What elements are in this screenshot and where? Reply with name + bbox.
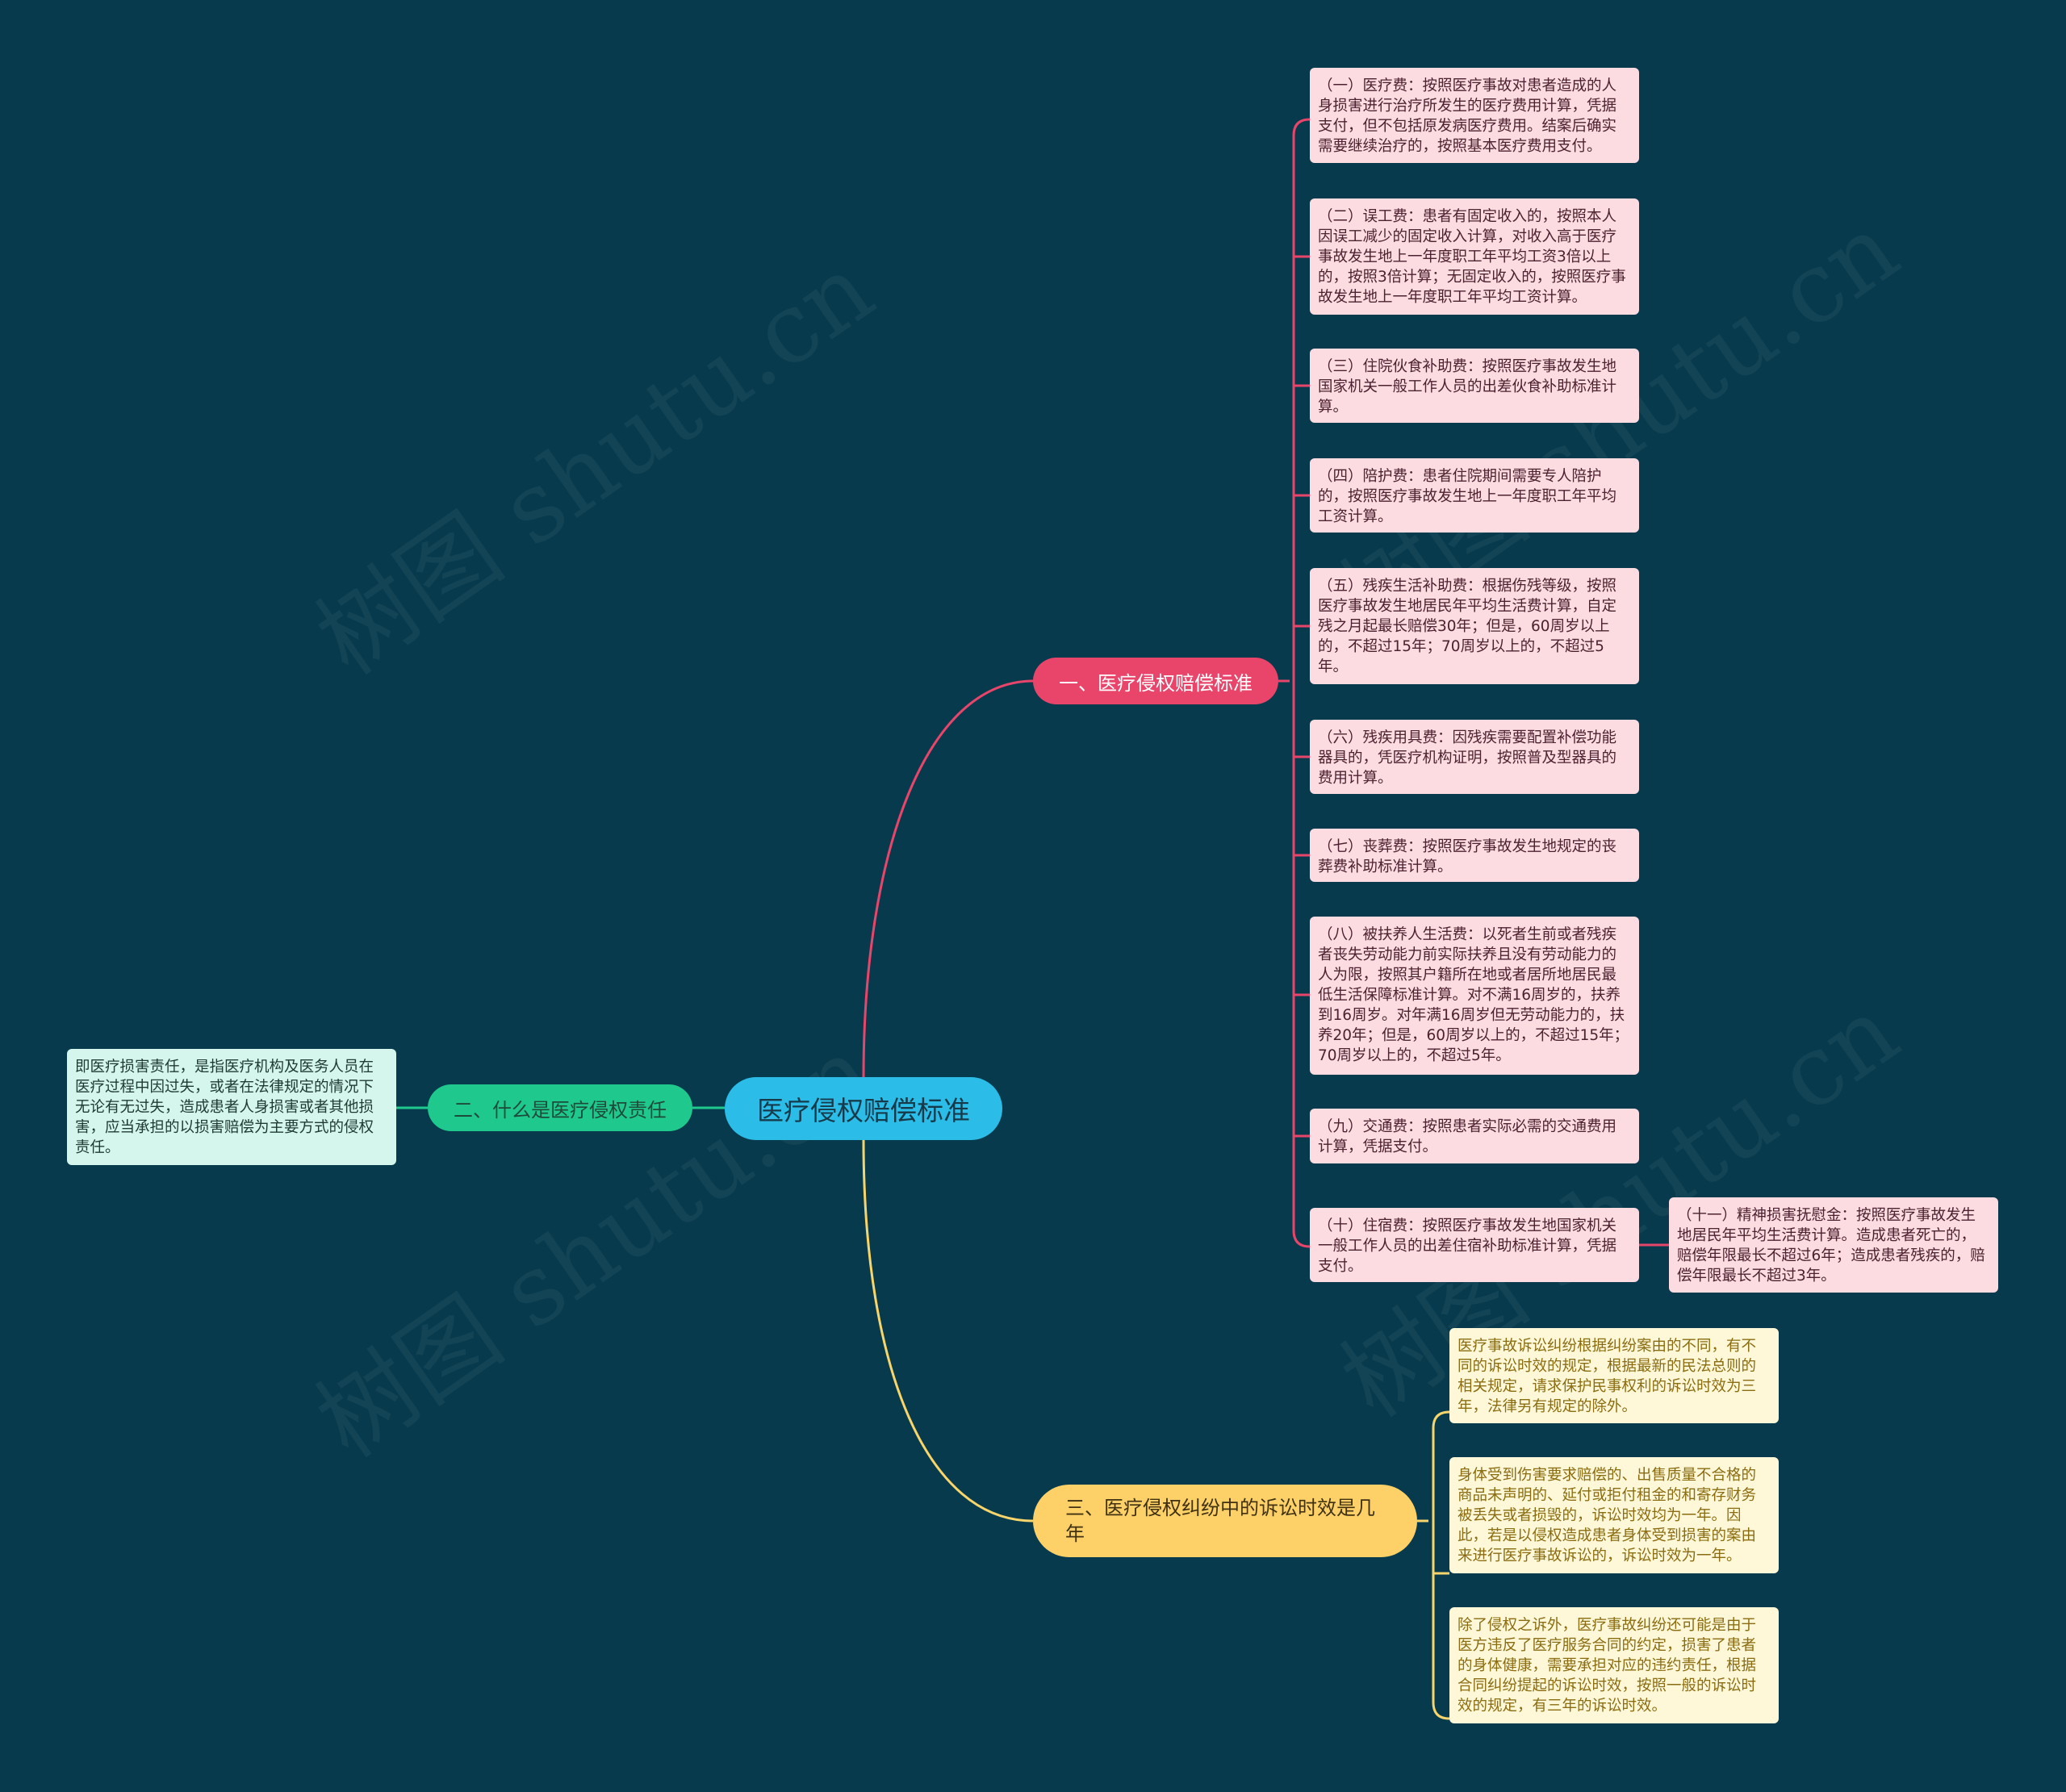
leaf-three-year-limit[interactable]: 医疗事故诉讼纠纷根据纠纷案由的不同，有不同的诉讼时效的规定，根据最新的民法总则的… <box>1449 1328 1779 1423</box>
branch-compensation-standard[interactable]: 一、医疗侵权赔偿标准 <box>1033 658 1278 704</box>
leaf-medical-expenses[interactable]: （一）医疗费：按照医疗事故对患者造成的人身损害进行治疗所发生的医疗费用计算，凭据… <box>1310 68 1639 163</box>
leaf-meal-allowance[interactable]: （三）住院伙食补助费：按照医疗事故发生地国家机关一般工作人员的出差伙食补助标准计… <box>1310 349 1639 423</box>
root-node[interactable]: 医疗侵权赔偿标准 <box>725 1077 1002 1140</box>
link-branch1-trunk-vertical <box>1292 118 1311 1248</box>
leaf-mental-damages[interactable]: （十一）精神损害抚慰金：按照医疗事故发生地居民年平均生活费计算。造成患者死亡的，… <box>1669 1197 1998 1293</box>
leaf-one-year-limit[interactable]: 身体受到伤害要求赔偿的、出售质量不合格的商品未声明的、延付或拒付租金的和寄存财务… <box>1449 1457 1779 1573</box>
leaf-transportation[interactable]: （九）交通费：按照患者实际必需的交通费用计算，凭据支付。 <box>1310 1109 1639 1163</box>
leaf-lost-wages[interactable]: （二）误工费：患者有固定收入的，按照本人因误工减少的固定收入计算，对收入高于医疗… <box>1310 198 1639 315</box>
branch-liability-definition[interactable]: 二、什么是医疗侵权责任 <box>428 1084 692 1131</box>
leaf-accommodation[interactable]: （十）住宿费：按照医疗事故发生地国家机关一般工作人员的出差住宿补助标准计算，凭据… <box>1310 1208 1639 1282</box>
link-branch3-trunk-vertical <box>1432 1410 1450 1720</box>
leaf-funeral-expenses[interactable]: （七）丧葬费：按照医疗事故发生地规定的丧葬费补助标准计算。 <box>1310 829 1639 882</box>
leaf-nursing-fee[interactable]: （四）陪护费：患者住院期间需要专人陪护的，按照医疗事故发生地上一年度职工年平均工… <box>1310 458 1639 533</box>
link-root-branch3 <box>862 1139 1034 1523</box>
leaf-dependent-living-expenses[interactable]: （八）被扶养人生活费：以死者生前或者残疾者丧失劳动能力前实际扶养且没有劳动能力的… <box>1310 917 1639 1075</box>
leaf-contract-dispute-limit[interactable]: 除了侵权之诉外，医疗事故纠纷还可能是由于医方违反了医疗服务合同的约定，损害了患者… <box>1449 1607 1779 1723</box>
leaf-disability-equipment[interactable]: （六）残疾用具费：因残疾需要配置补偿功能器具的，凭医疗机构证明，按照普及型器具的… <box>1310 720 1639 794</box>
leaf-liability-definition-text[interactable]: 即医疗损害责任，是指医疗机构及医务人员在医疗过程中因过失，或者在法律规定的情况下… <box>67 1049 396 1165</box>
link-root-branch1 <box>862 679 1034 1078</box>
leaf-disability-allowance[interactable]: （五）残疾生活补助费：根据伤残等级，按照医疗事故发生地居民年平均生活费计算，自定… <box>1310 568 1639 684</box>
branch-statute-of-limitations[interactable]: 三、医疗侵权纠纷中的诉讼时效是几年 <box>1033 1485 1417 1557</box>
